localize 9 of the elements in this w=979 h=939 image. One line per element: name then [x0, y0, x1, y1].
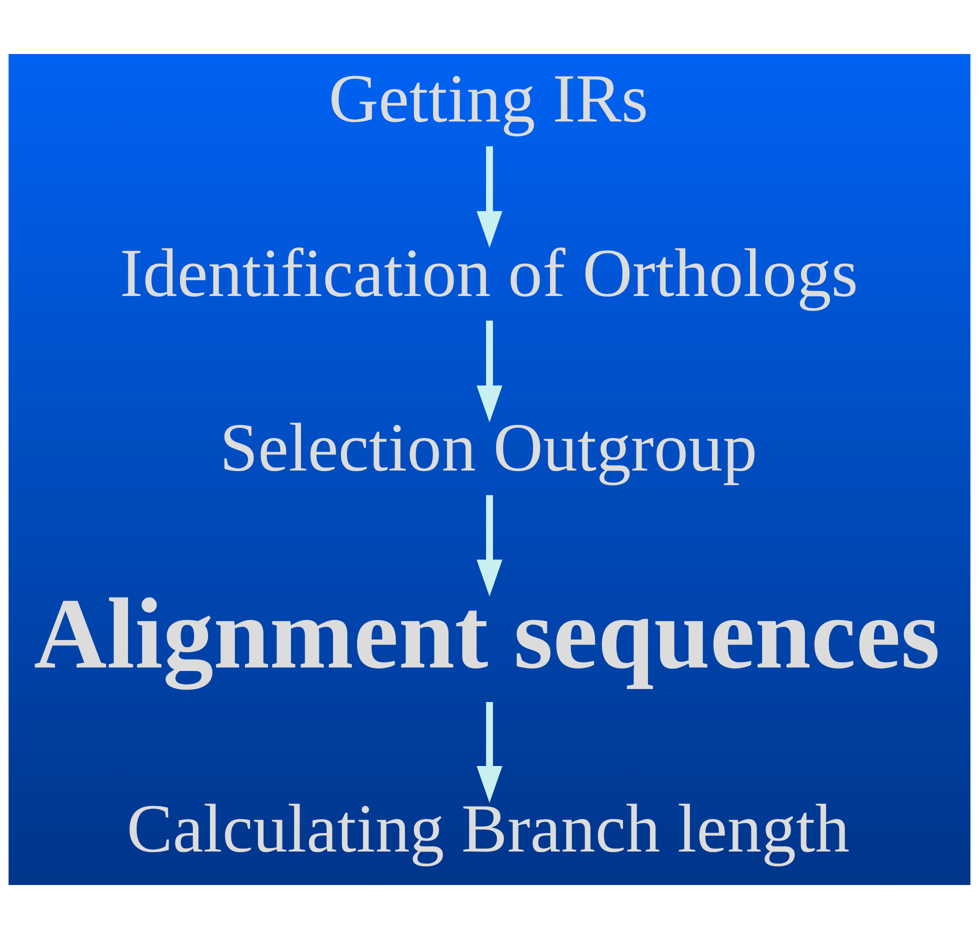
- node-text: Calculating Branch length: [126, 790, 850, 867]
- arrow: [476, 702, 502, 803]
- arrow: [476, 146, 502, 248]
- node-text: Identification of Orthologs: [120, 235, 858, 312]
- node-text: Selection Outgroup: [220, 410, 758, 486]
- arrow: [476, 320, 502, 422]
- node-text: Getting IRs: [328, 60, 648, 137]
- node-text: Alignment sequences: [34, 577, 940, 690]
- arrow: [476, 495, 502, 596]
